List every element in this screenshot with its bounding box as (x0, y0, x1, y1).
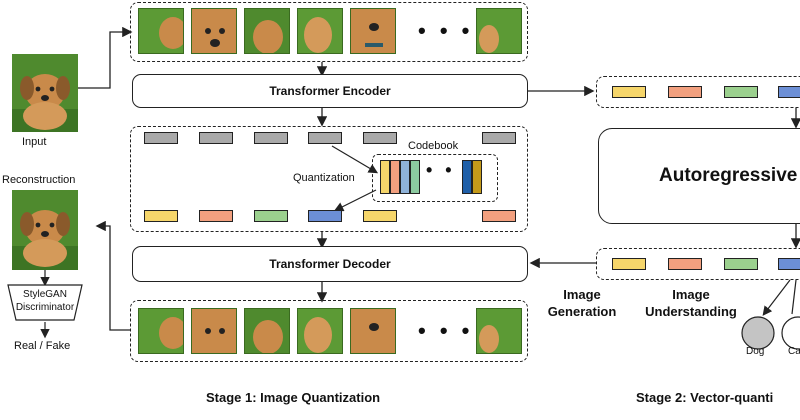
encoded-token (482, 132, 516, 144)
patch-icon (159, 317, 183, 349)
codebook-entry (410, 160, 420, 194)
patch-icon (369, 323, 379, 331)
puppy-icon (12, 190, 78, 270)
cat-label: Ca (788, 346, 800, 357)
sequence-token (668, 258, 702, 270)
reconstructed-patches-group (130, 300, 528, 362)
sequence-token (612, 258, 646, 270)
quantized-token (144, 210, 178, 222)
patch-image (476, 8, 522, 54)
image-understanding-line1: Image (672, 287, 710, 302)
encoded-token (199, 132, 233, 144)
sequence-token (724, 86, 758, 98)
patch-icon (479, 325, 499, 353)
sequence-token (668, 86, 702, 98)
image-understanding-line2: Understanding (645, 304, 737, 319)
patch-icon (205, 328, 225, 334)
patch-icon (253, 20, 283, 53)
patch-image (191, 308, 237, 354)
patch-image (191, 8, 237, 54)
encoded-token (363, 132, 397, 144)
codebook-entry (380, 160, 390, 194)
quantized-token (308, 210, 342, 222)
sequence-token (778, 86, 800, 98)
quantized-token (363, 210, 397, 222)
patch-icon (304, 317, 332, 353)
discriminator-line2: Discriminator (15, 302, 75, 313)
quantization-group (130, 126, 528, 232)
patch-image (138, 8, 184, 54)
stage1-caption: Stage 1: Image Quantization (206, 390, 381, 405)
discriminator-line1: StyleGAN (23, 289, 67, 300)
patch-icon (205, 28, 225, 47)
codebook-entry (472, 160, 482, 194)
quantized-token (199, 210, 233, 222)
stage2-input-tokens (596, 76, 800, 108)
patch-icon (253, 320, 283, 353)
image-generation-line1: Image (563, 287, 601, 302)
encoded-token (254, 132, 288, 144)
patch-image (350, 8, 396, 54)
input-image (12, 54, 78, 132)
patch-icon (365, 23, 383, 47)
encoded-token (308, 132, 342, 144)
sequence-token (612, 86, 646, 98)
codebook-entry (462, 160, 472, 194)
image-understanding-label: Image Understanding (636, 286, 746, 320)
real-fake-label: Real / Fake (14, 340, 71, 352)
transformer-encoder: Transformer Encoder (132, 74, 528, 108)
codebook-label: Codebook (408, 140, 459, 152)
patch-image (350, 308, 396, 354)
patch-ellipsis: • • • (418, 318, 474, 343)
reconstruction-label: Reconstruction (2, 174, 76, 186)
stage2-caption: Stage 2: Vector-quanti (636, 390, 774, 405)
codebook-entry (390, 160, 400, 194)
codebook (372, 154, 498, 202)
patch-image (244, 308, 290, 354)
image-generation-label: Image Generation (532, 286, 632, 320)
patch-image (297, 308, 343, 354)
sequence-token (724, 258, 758, 270)
codebook-entry (400, 160, 410, 194)
stage2-output-tokens (596, 248, 800, 280)
transformer-decoder: Transformer Decoder (132, 246, 528, 282)
codebook-ellipsis: • • • (426, 160, 475, 180)
reconstruction-image (12, 190, 78, 270)
patch-icon (159, 17, 183, 49)
quantized-token (254, 210, 288, 222)
patch-image (476, 308, 522, 354)
dog-label: Dog (746, 346, 765, 357)
sequence-token (778, 258, 800, 270)
patch-icon (479, 25, 499, 53)
encoded-token (144, 132, 178, 144)
patch-ellipsis: • • • (418, 18, 474, 43)
input-label: Input (22, 136, 47, 148)
puppy-icon (12, 54, 78, 132)
input-patches-group (130, 2, 528, 62)
patch-image (297, 8, 343, 54)
image-generation-line2: Generation (547, 304, 617, 319)
patch-image (138, 308, 184, 354)
discriminator-label: StyleGAN Discriminator (12, 288, 78, 314)
patch-image (244, 8, 290, 54)
autoregressive-model: Autoregressive (598, 128, 800, 224)
quantized-token (482, 210, 516, 222)
quantization-label: Quantization (293, 172, 355, 184)
patch-icon (304, 17, 332, 53)
